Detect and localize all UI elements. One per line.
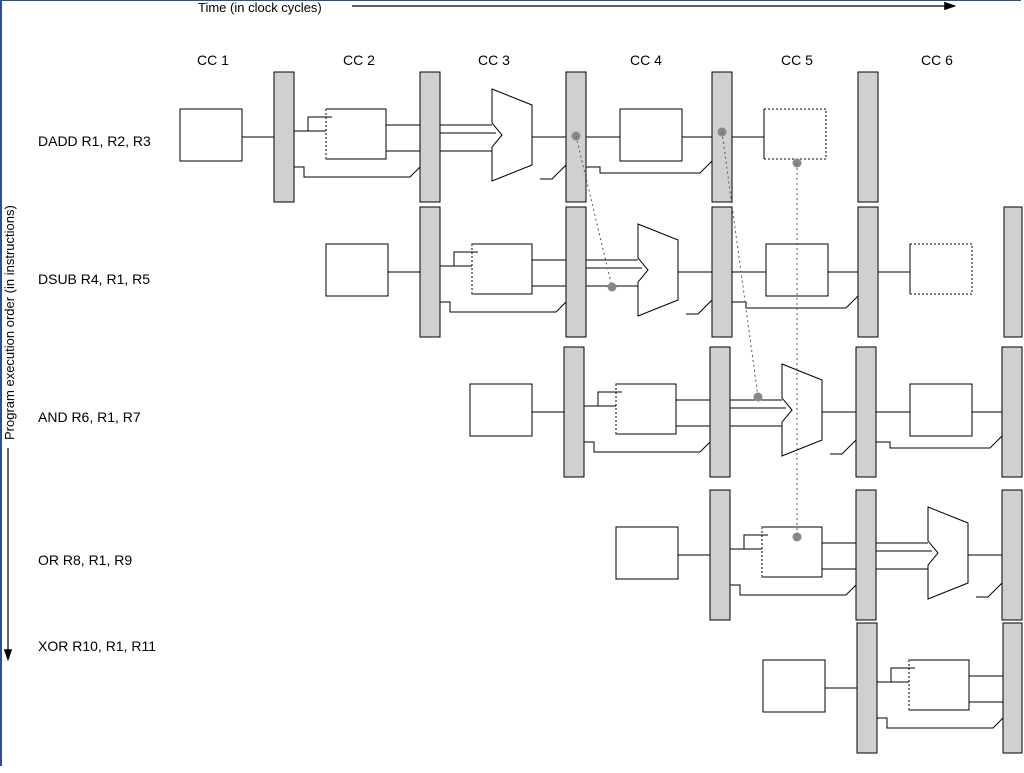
datapath-wire bbox=[686, 299, 713, 315]
pipeline-register bbox=[565, 206, 587, 338]
instruction-memory-box bbox=[762, 659, 826, 713]
pipeline-register bbox=[711, 206, 733, 338]
instruction-memory-box bbox=[325, 243, 389, 297]
pipeline-register bbox=[855, 489, 877, 621]
datapath-wire bbox=[453, 251, 478, 266]
register-file-box bbox=[325, 108, 387, 160]
clock-cycle-label: CC 5 bbox=[781, 52, 813, 68]
pipeline-register bbox=[273, 71, 295, 203]
alu-shape bbox=[927, 506, 969, 600]
register-file-box bbox=[761, 526, 823, 578]
instruction-memory-box bbox=[615, 526, 679, 580]
datapath-wire bbox=[730, 584, 857, 596]
datapath-wire bbox=[876, 435, 1003, 449]
pipeline-register bbox=[563, 346, 585, 478]
instruction-memory-box bbox=[179, 108, 243, 162]
datapath-wire bbox=[743, 534, 768, 549]
datapath-wire bbox=[586, 160, 713, 174]
clock-cycle-label: CC 1 bbox=[197, 52, 229, 68]
clock-cycle-label: CC 4 bbox=[630, 52, 662, 68]
datapath-wire bbox=[584, 441, 711, 453]
data-memory-box bbox=[619, 108, 683, 162]
alu-shape bbox=[491, 88, 533, 182]
program-order-axis-label: Program execution order (in instructions… bbox=[2, 205, 17, 440]
datapath-wire bbox=[976, 582, 1003, 598]
clock-cycle-label: CC 2 bbox=[343, 52, 375, 68]
datapath-wire bbox=[830, 439, 857, 455]
pipeline-register bbox=[709, 346, 731, 478]
datapath-wire bbox=[597, 391, 622, 406]
datapath-wire bbox=[732, 295, 859, 309]
datapath-wire bbox=[307, 116, 332, 131]
clock-cycle-label: CC 6 bbox=[921, 52, 953, 68]
register-file-box bbox=[471, 243, 533, 295]
pipeline-register bbox=[855, 346, 877, 478]
forwarding-dot bbox=[607, 282, 617, 292]
instruction-memory-box bbox=[469, 383, 533, 437]
pipeline-register bbox=[1001, 489, 1023, 621]
register-file-box bbox=[908, 659, 970, 711]
pipeline-register bbox=[1003, 206, 1023, 338]
pipeline-register bbox=[856, 622, 878, 754]
pipeline-register bbox=[857, 71, 879, 203]
datapath-wire bbox=[877, 717, 1004, 729]
pipeline-register bbox=[857, 206, 879, 338]
writeback-register-box bbox=[763, 108, 827, 160]
alu-shape bbox=[781, 363, 823, 457]
forwarding-path bbox=[575, 135, 613, 288]
pipeline-register bbox=[419, 206, 441, 338]
writeback-register-box bbox=[909, 243, 973, 295]
instruction-label: DSUB R4, R1, R5 bbox=[38, 271, 150, 287]
instruction-label: DADD R1, R2, R3 bbox=[38, 133, 151, 149]
forwarding-dot bbox=[792, 532, 802, 542]
clock-cycle-label: CC 3 bbox=[478, 52, 510, 68]
register-file-box bbox=[615, 383, 677, 435]
pipeline-register bbox=[1002, 622, 1023, 754]
forwarding-dot bbox=[753, 392, 763, 402]
pipeline-register bbox=[419, 71, 441, 203]
instruction-label: XOR R10, R1, R11 bbox=[38, 638, 156, 654]
instruction-label: OR R8, R1, R9 bbox=[38, 552, 132, 568]
alu-shape bbox=[637, 223, 679, 317]
time-axis-label: Time (in clock cycles) bbox=[198, 0, 322, 15]
datapath-wire bbox=[294, 166, 421, 178]
pipeline-register bbox=[1001, 346, 1023, 478]
datapath-wire bbox=[540, 164, 567, 180]
instruction-label: AND R6, R1, R7 bbox=[38, 409, 141, 425]
data-memory-box bbox=[909, 383, 973, 437]
datapath-wire bbox=[440, 301, 567, 313]
datapath-wire bbox=[890, 667, 915, 682]
pipeline-register bbox=[709, 489, 731, 621]
